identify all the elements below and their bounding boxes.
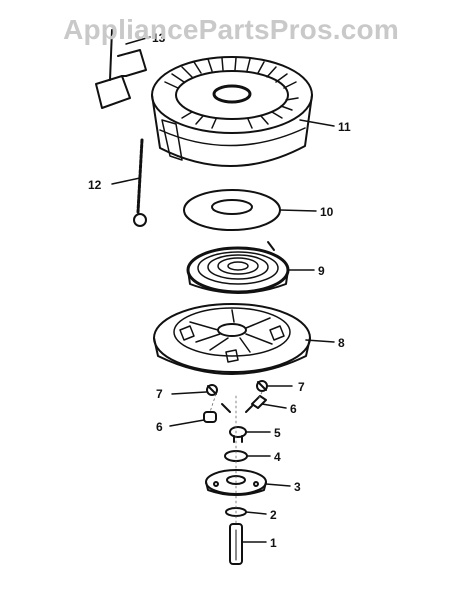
starter-handle-part[interactable] (95, 29, 147, 109)
pulley-part[interactable] (153, 303, 311, 375)
washer-part-10[interactable] (183, 189, 281, 231)
leader-2 (245, 511, 267, 515)
leader-6a (169, 419, 205, 427)
alignment-left (209, 393, 217, 413)
leader-11 (299, 119, 335, 127)
leader-3 (265, 483, 291, 487)
leader-12 (111, 177, 141, 185)
callout-5: 5 (274, 426, 281, 440)
callout-6-right: 6 (290, 402, 297, 416)
recoil-spring-part[interactable] (186, 241, 290, 294)
leader-13 (125, 36, 151, 45)
pawl-spring-part-left[interactable] (206, 384, 218, 396)
callout-6-left: 6 (156, 420, 163, 434)
callout-2: 2 (270, 508, 277, 522)
callout-7-right: 7 (298, 380, 305, 394)
leader-7a (171, 391, 207, 395)
callout-8: 8 (338, 336, 345, 350)
screw-part-5[interactable] (229, 426, 247, 443)
pawl-part-left[interactable] (203, 403, 231, 423)
callout-12: 12 (88, 178, 102, 192)
leader-10 (279, 209, 317, 212)
callout-1: 1 (270, 536, 277, 550)
leader-8 (305, 339, 335, 343)
starter-housing-part[interactable] (151, 56, 313, 167)
pin-part-1[interactable] (229, 523, 243, 565)
callout-11: 11 (338, 120, 351, 134)
pawl-spring-part-right[interactable] (256, 380, 268, 392)
callout-13: 13 (152, 31, 166, 45)
callout-4: 4 (274, 450, 281, 464)
callout-10: 10 (320, 205, 334, 219)
leader-6b (261, 403, 287, 409)
callout-7-left: 7 (156, 387, 163, 401)
starter-rope-part[interactable] (133, 138, 147, 227)
pawl-part-right[interactable] (245, 395, 267, 413)
callout-3: 3 (294, 480, 301, 494)
alignment-right (257, 391, 263, 401)
callout-9: 9 (318, 264, 325, 278)
